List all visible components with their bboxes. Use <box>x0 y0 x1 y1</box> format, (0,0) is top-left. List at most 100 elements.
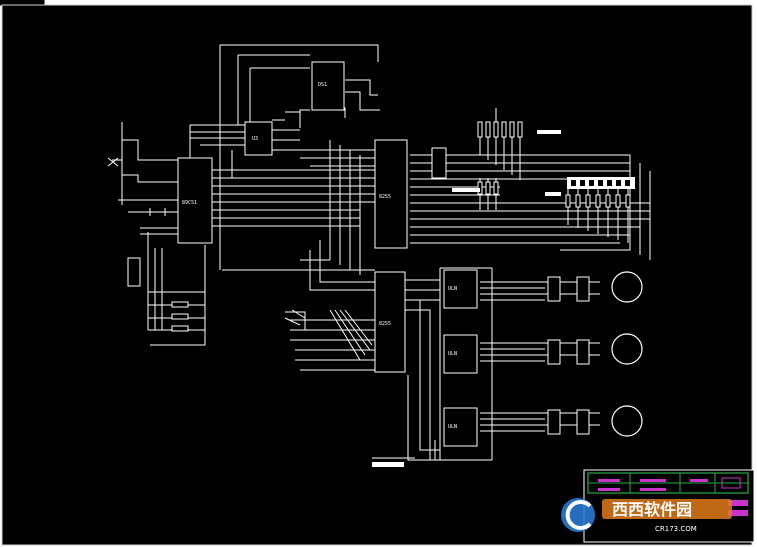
chip-decoder-2-label: 8255 <box>379 321 391 327</box>
cap-wires <box>140 227 178 235</box>
connector-m3b <box>576 409 590 435</box>
chip-mcu-label: 89C51 <box>182 200 197 206</box>
motor-3 <box>611 405 643 437</box>
led-segment <box>607 180 612 186</box>
led-segment <box>616 180 621 186</box>
connector-m2a <box>547 339 561 365</box>
resistor <box>565 194 571 208</box>
connector-m1b <box>576 276 590 302</box>
led-segment <box>571 180 576 186</box>
resistor <box>493 121 499 138</box>
wire-motor-3 <box>480 412 600 432</box>
wire-driver-frame <box>434 267 493 461</box>
wire-motor-1 <box>480 281 600 301</box>
chip-top <box>311 61 345 111</box>
chip-decoder-2 <box>374 271 406 373</box>
title-field <box>640 488 666 491</box>
wire-dec2-left <box>285 311 375 371</box>
resistor <box>575 194 581 208</box>
wire-driver-link <box>410 299 440 451</box>
watermark: 西西软件园 CR173.COM <box>561 498 732 533</box>
chip-driver-3-label: ULN <box>448 424 457 430</box>
led-segment <box>580 180 585 186</box>
resistor <box>517 121 523 138</box>
wire-dec1-right-2 <box>410 202 650 244</box>
resistor <box>493 181 499 195</box>
connector-m1a <box>547 276 561 302</box>
resistor <box>171 325 189 332</box>
resistor <box>509 121 515 138</box>
switch-lines <box>284 309 306 326</box>
motor-1 <box>611 271 643 303</box>
chip-driver-3 <box>443 407 478 447</box>
watermark-banner <box>602 499 732 519</box>
title-field <box>728 500 748 506</box>
chip-driver-2 <box>443 334 478 374</box>
misc-components <box>107 157 306 326</box>
wires <box>112 44 651 466</box>
motor-2 <box>611 333 643 365</box>
wire-top-1 <box>219 44 379 270</box>
chip-decoder-1 <box>374 139 408 249</box>
wire-motor-2 <box>480 342 600 362</box>
watermark-brand: 西西软件园 <box>612 500 692 519</box>
title-field <box>690 479 708 482</box>
resistor <box>171 313 189 320</box>
title-field <box>598 479 620 482</box>
motors <box>611 271 643 437</box>
resistor <box>485 181 491 195</box>
chip-driver-2-label: ULN <box>448 351 457 357</box>
title-field <box>721 477 741 489</box>
label-block <box>452 188 480 192</box>
resistors <box>171 121 631 332</box>
chip-decoder-1-label: 8255 <box>379 194 391 200</box>
led-segment <box>625 180 630 186</box>
wire-mid-1 <box>189 124 300 165</box>
resistor <box>595 194 601 208</box>
wire-res-top <box>479 108 521 180</box>
led-segments <box>571 180 630 186</box>
resistor <box>615 194 621 208</box>
chip-outlines <box>127 61 590 447</box>
wire-mcu-bus <box>212 169 375 227</box>
label-block <box>537 130 561 134</box>
crystal-symbol <box>145 208 170 216</box>
chip-mid-label: U3 <box>252 136 258 142</box>
title-field <box>640 479 666 482</box>
connector-1 <box>431 147 447 179</box>
resistor <box>585 194 591 208</box>
switch-symbol <box>107 157 119 167</box>
watermark-logo-arc-icon <box>565 500 592 530</box>
resistor <box>605 194 611 208</box>
label-block <box>545 192 561 196</box>
led-segment <box>598 180 603 186</box>
resistor <box>501 121 507 138</box>
title-field <box>598 488 620 491</box>
connector-m3a <box>547 409 561 435</box>
resistor <box>625 194 631 208</box>
chip-driver-1-label: ULN <box>448 286 457 292</box>
resistor <box>485 121 491 138</box>
chip-top-label: DS1 <box>318 82 327 88</box>
wire-top-2 <box>299 79 380 118</box>
title-field <box>728 510 748 516</box>
title-block-grid <box>588 473 748 493</box>
label-block <box>372 462 404 467</box>
resistor <box>477 121 483 138</box>
corner-tab <box>0 0 45 6</box>
wire-mcu-bus-2 <box>290 140 375 275</box>
wire-dec2-right <box>405 279 440 461</box>
resistor <box>171 301 189 308</box>
wire-mcu-bus-3 <box>222 240 375 291</box>
chip-driver-1 <box>443 269 478 309</box>
wire-dec2-diag <box>329 309 373 361</box>
wire-mcu-left <box>112 122 178 213</box>
chip-mid <box>244 121 273 156</box>
chip-mcu <box>177 157 213 244</box>
drawing-border <box>1 4 753 546</box>
connector-left <box>127 257 141 287</box>
led-segment <box>589 180 594 186</box>
watermark-site: CR173.COM <box>655 525 697 533</box>
connector-m2b <box>576 339 590 365</box>
